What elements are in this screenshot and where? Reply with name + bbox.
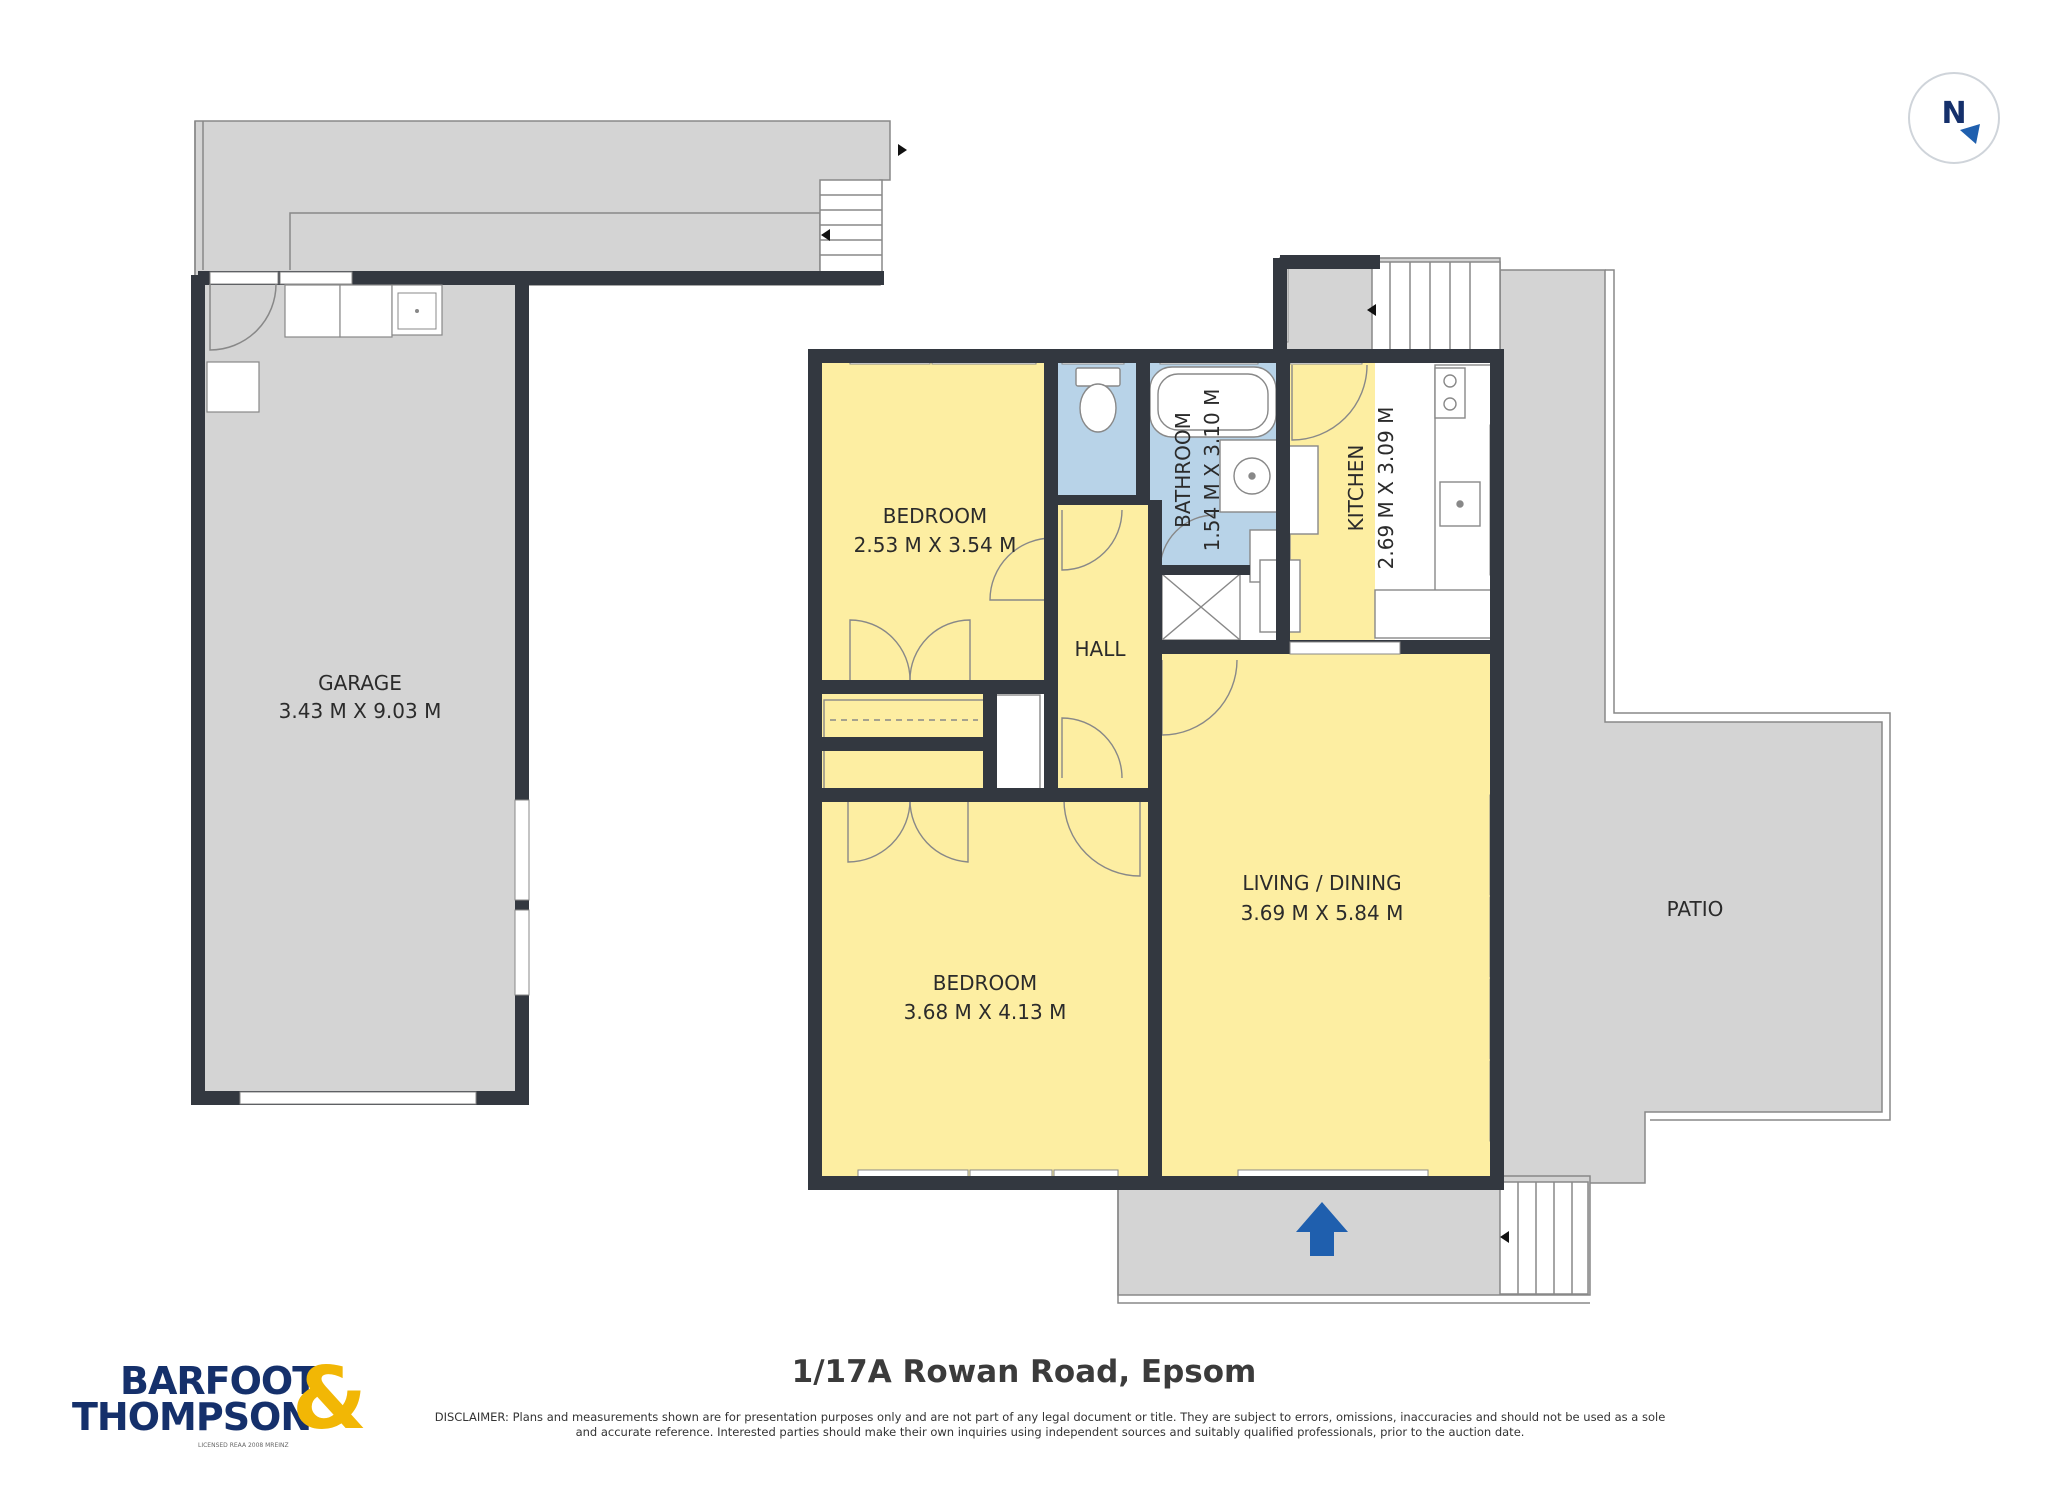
wc-door: [1061, 509, 1123, 571]
steps: [819, 179, 1589, 1295]
garage-door-swing: [209, 283, 277, 351]
kitchen-opening: [1289, 641, 1401, 655]
disclaimer-text: DISCLAIMER: Plans and measurements shown…: [434, 1410, 1666, 1439]
living-floor: [1160, 652, 1496, 1176]
wall-closets: [815, 680, 1155, 802]
garage-tub-drain: [415, 309, 419, 313]
garage-floor: [194, 275, 526, 1102]
top-deck: [194, 120, 891, 286]
living-label: LIVING / DINING: [1242, 871, 1401, 895]
patio-area: [1499, 269, 1883, 1184]
basin-tap: [1248, 472, 1256, 480]
bedroom1-floor: [822, 363, 1044, 681]
entry-arrow-icon: [1296, 1202, 1348, 1256]
bedroom1-wardrobe-door: [849, 619, 911, 681]
shower-cross: [1161, 573, 1241, 641]
bedroom2-wardrobe-door: [909, 799, 969, 863]
garage-label: GARAGE: [318, 671, 402, 695]
kitchen-door: [1291, 364, 1368, 441]
room-labels: GARAGE 3.43 M X 9.03 M BEDROOM 2.53 M X …: [279, 389, 1724, 1024]
burner-icon: [1443, 374, 1457, 388]
bedroom1-wardrobe-door: [909, 619, 971, 681]
property-address: 1/17A Rowan Road, Epsom: [791, 1354, 1257, 1390]
burner-icon: [1443, 397, 1457, 411]
garage-window: [514, 909, 530, 996]
steps-kitchen: [1371, 261, 1501, 355]
logo-line2: THOMPSON: [72, 1395, 312, 1439]
hall-label: HALL: [1074, 637, 1126, 661]
garage-top-door: [209, 271, 279, 285]
bedroom1-label: BEDROOM: [883, 504, 987, 528]
brand-logo: BARFOOT THOMPSON & LICENSED REAA 2008 MR…: [70, 1354, 370, 1452]
patio-outline: [1605, 269, 1891, 1121]
wall-kitchen-step: [1273, 255, 1380, 356]
living-door: [1161, 659, 1238, 736]
bedroom2-label: BEDROOM: [933, 971, 1037, 995]
garage-size: 3.43 M X 9.03 M: [279, 699, 442, 723]
bedroom2-size: 3.68 M X 4.13 M: [904, 1000, 1067, 1024]
bedroom2-wardrobe-door: [847, 799, 911, 863]
steps-entry: [1499, 1181, 1589, 1295]
living-size: 3.69 M X 5.84 M: [1241, 901, 1404, 925]
step-arrows: [821, 144, 1509, 1243]
step-arrow-left: [821, 229, 830, 241]
bathroom-label: BATHROOM: [1171, 412, 1195, 528]
entry-outline: [1117, 1176, 1590, 1304]
toilet-icon: [1079, 383, 1117, 433]
patio-label: PATIO: [1667, 897, 1724, 921]
bathtub-inner: [1157, 373, 1269, 431]
compass-letter: N: [1941, 96, 1967, 131]
kitchen-label: KITCHEN: [1344, 445, 1368, 532]
outer-wall: [808, 349, 1504, 1190]
garage-bench: [339, 284, 393, 338]
garage-door: [239, 1091, 477, 1105]
step-arrow-right: [898, 144, 907, 156]
bathroom-size: 1.54 M X 3.10 M: [1200, 389, 1224, 552]
kitchen-cabinet: [1287, 445, 1319, 535]
compass-needle-icon: [1960, 124, 1980, 144]
step-arrow-left: [1367, 304, 1376, 316]
deck-lines: [194, 121, 1891, 1304]
north-compass: N: [1908, 72, 2000, 164]
garage-window: [514, 799, 530, 901]
steps-top: [819, 179, 883, 275]
garage-bench: [284, 284, 341, 338]
kitchen-lower-bench: [1374, 589, 1492, 639]
logo-licence: LICENSED REAA 2008 MREINZ: [198, 1442, 289, 1449]
step-arrow-left: [1500, 1231, 1509, 1243]
hall-cupboard: [995, 694, 1041, 791]
bedroom2-door: [1063, 799, 1141, 877]
hall-cupboard-door: [1061, 717, 1123, 779]
garage: [191, 271, 884, 1105]
kitchen-fixtures: [1259, 364, 1492, 639]
sink-drain: [1456, 500, 1464, 508]
garage-top-window: [279, 271, 353, 285]
kitchen-size: 2.69 M X 3.09 M: [1374, 407, 1398, 570]
bedroom1-door: [989, 537, 1053, 601]
logo-line1: BARFOOT: [120, 1359, 318, 1403]
bedroom1-size: 2.53 M X 3.54 M: [854, 533, 1017, 557]
compass-arrow-icon: [1960, 124, 1980, 144]
logo-ampersand: &: [292, 1349, 367, 1449]
garage-box: [206, 361, 260, 413]
